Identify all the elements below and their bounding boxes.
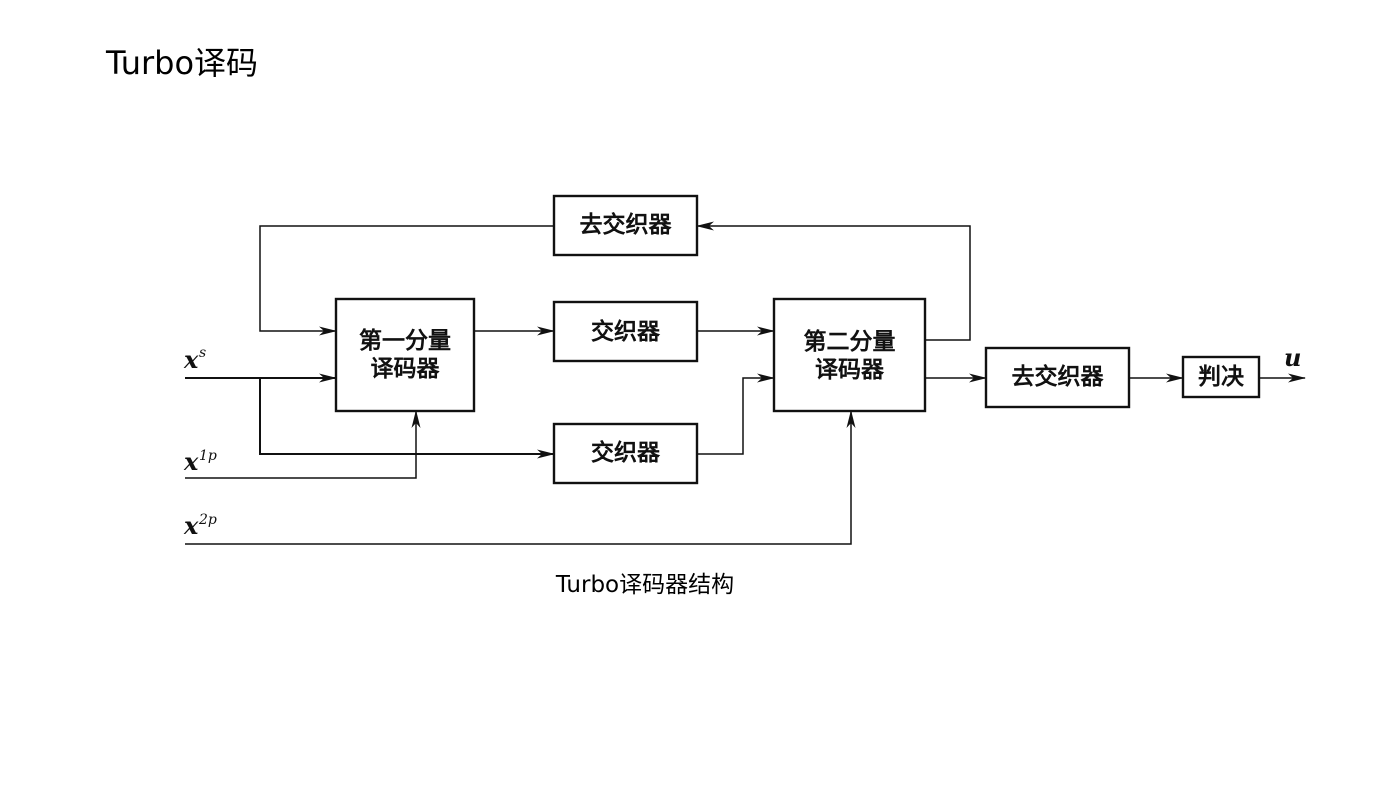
slide-title: Turbo译码 — [106, 44, 259, 82]
feedback-wire-to-deinterleaver — [696, 221, 971, 341]
x1p-input-wire — [185, 410, 421, 479]
x2p-input-wire — [185, 410, 856, 545]
decoder1-label-line1: 第一分量 — [359, 327, 451, 354]
output-label-u: u — [1284, 343, 1301, 372]
input-xs-base: x — [183, 345, 199, 374]
input-x2p-sup: 2p — [198, 512, 217, 528]
decision-block: 判决 — [1181, 355, 1261, 399]
deinterleaver-output-label: 去交织器 — [1012, 363, 1105, 390]
interleaver-lower-label: 交织器 — [591, 439, 661, 466]
interleaver-lower-block: 交织器 — [552, 422, 699, 485]
decoder2-block: 第二分量 译码器 — [772, 297, 927, 413]
decoder2-label-line1: 第二分量 — [804, 328, 896, 355]
interleaver-upper-label: 交织器 — [591, 318, 661, 345]
feedback-wire-to-decoder1 — [259, 225, 554, 336]
input-xs-sup: s — [199, 345, 206, 361]
interleaver-upper-block: 交织器 — [552, 300, 699, 363]
deinterleaver-output-block: 去交织器 — [984, 346, 1131, 409]
input-x1p-sup: 1p — [199, 448, 217, 464]
decoder1-block: 第一分量 译码器 — [334, 297, 476, 413]
input-x1p-base: x — [183, 447, 199, 476]
decoder2-label-line2: 译码器 — [815, 356, 885, 383]
input-label-x2p: x 2p — [183, 511, 217, 540]
deinterleaver-feedback-block: 去交织器 — [552, 194, 699, 257]
decision-label: 判决 — [1198, 363, 1245, 390]
decoder1-label-line2: 译码器 — [371, 355, 441, 382]
diagram-caption: Turbo译码器结构 — [555, 572, 735, 598]
deinterleaver-feedback-label: 去交织器 — [580, 211, 673, 238]
input-label-xs: x s — [183, 345, 206, 374]
lower-interleaver-to-decoder2-wire — [697, 373, 775, 455]
xs-branch-wire — [259, 378, 555, 459]
input-label-x1p: x 1p — [183, 447, 217, 476]
input-x2p-base: x — [183, 511, 199, 540]
